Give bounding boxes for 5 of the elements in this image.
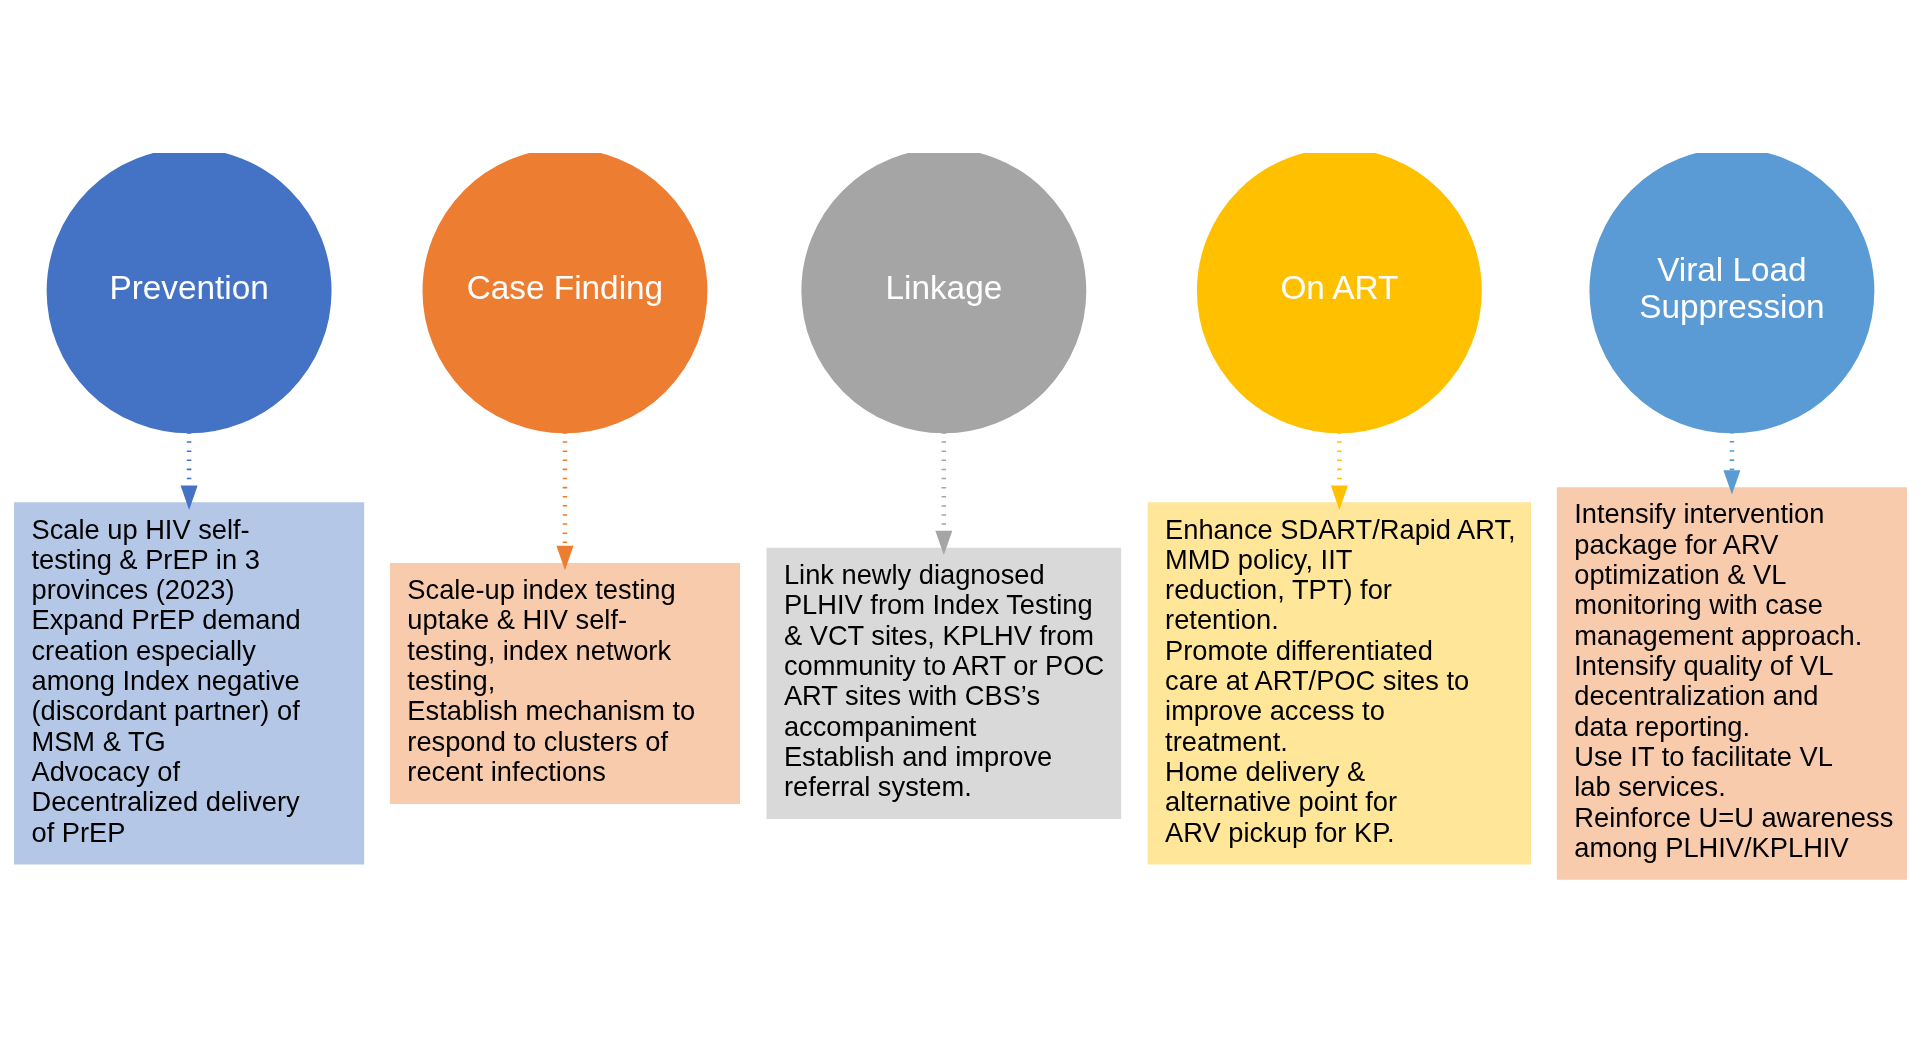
node-box: Scale up HIV self-testing & PrEP in 3 provinces (2023) Expand PrEP demand creation especially among Index negative (discordant partner) of MSM & TG Advocacy of Decentralized delivery of PrEP [14,502,365,865]
node-box: Link newly diagnosed PLHIV from Index Testing & VCT sites, KPLHV from community to ART or POC ART sites with CBS’s accompaniment Establish and improve referral system. [766,547,1122,820]
node-box: Intensify intervention package for ARV optimization & VL monitoring with case management approach. Intensify quality of VL decentralization and data reporting. Use IT to facilitate VL lab services. Reinforce U=U awareness among PLHIV/KPLHIV [1556,487,1907,880]
node-box: Scale-up index testing uptake & HIV self-testing, index network testing, Establish mechanism to respond to clusters of recent infections [389,562,740,804]
node-box: Enhance SDART/Rapid ART, MMD policy, IIT reduction, TPT) for retention. Promote differentiated care at ART/POC sites to improve access to treatment. Home delivery & alternative point for ARV pickup for KP. [1147,502,1532,865]
